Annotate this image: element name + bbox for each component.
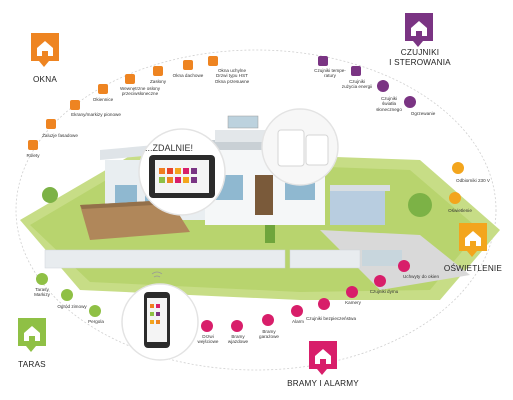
okna-item-oslony: Wewnętrzne osłony przeciwsłoneczne [119, 86, 161, 97]
taras-item-markizy: Tarasy Markizy [34, 287, 50, 298]
category-czujniki: CZUJNIKI I STEROWANIA [389, 48, 451, 67]
taras-item-pergola: Pergola [88, 319, 104, 324]
connection-ring [15, 49, 497, 371]
category-bramy: BRAMY I ALARMY [287, 379, 359, 388]
okna-item-rolety: Rolety [26, 153, 40, 158]
bramy-item-uchwyty: Uchwyty do okien [402, 274, 440, 279]
czujniki-item-ogrzewanie: Ogrzewanie [410, 111, 436, 116]
category-taras: TARAS [18, 360, 46, 369]
category-okna: OKNA [32, 75, 58, 84]
bramy-item-bezpieczenstwo: Czujniki bezpieczeństwa [305, 316, 357, 321]
czujniki-item-energia: Czujniki zużycia energii [341, 79, 373, 90]
gate [362, 250, 402, 266]
bramy-item-kamery: Kamery [345, 300, 361, 305]
okna-item-okiennice: Okiennice [92, 97, 114, 102]
tree [408, 193, 432, 217]
home-badge-oswietlenie-icon [459, 223, 487, 257]
bramy-item-garazowe: Bramy garażowe [259, 329, 279, 340]
taras-item-ogrod: Ogród zimowy [57, 304, 87, 309]
home-badge-bramy-icon [309, 341, 337, 375]
czujniki-item-icons [318, 56, 416, 108]
bramy-item-dym: Czujniki dymu [369, 289, 399, 294]
category-oswietlenie: OŚWIETLENIE [443, 264, 503, 273]
bramy-item-alarm: Alarm [292, 319, 304, 324]
bramy-item-drzwi: Drzwi wejściowe [197, 334, 219, 345]
czujniki-item-temperatura: Czujniki tempe- ratury [314, 68, 346, 79]
okna-item-ekrany: Ekrany/markizy pionowe [71, 112, 121, 117]
home-badge-czujniki-icon [405, 13, 433, 47]
home-badge-taras-icon [18, 318, 46, 352]
bramy-item-icons [201, 260, 410, 332]
bramy-item-wjazdowe: Bramy wjazdowe [227, 334, 249, 345]
home-badge-okna-icon [31, 33, 59, 67]
oswietlenie-item-icons [449, 162, 464, 204]
taras-item-icons [36, 273, 101, 317]
czujniki-item-swiatlo: Czujniki światła słonecznego [376, 96, 402, 112]
fence [44, 249, 361, 269]
oswietlenie-item-odbiorniki: Odbiorniki 230 V [456, 178, 490, 183]
tablet-caption: ...ZDALNIE! [145, 143, 194, 153]
okna-item-dachowe: Okna dachowe [172, 73, 204, 78]
okna-item-uchylne: Okna uchylne Drzwi typu HST Okna przesuw… [214, 68, 250, 84]
okna-item-icons [28, 56, 218, 150]
oswietlenie-item-oswietlenie: Oświetlenie [448, 208, 472, 213]
okna-item-zaslony: Zasłony [149, 79, 167, 84]
okna-item-zaluzje: Żaluzje fasadowe [42, 133, 78, 138]
